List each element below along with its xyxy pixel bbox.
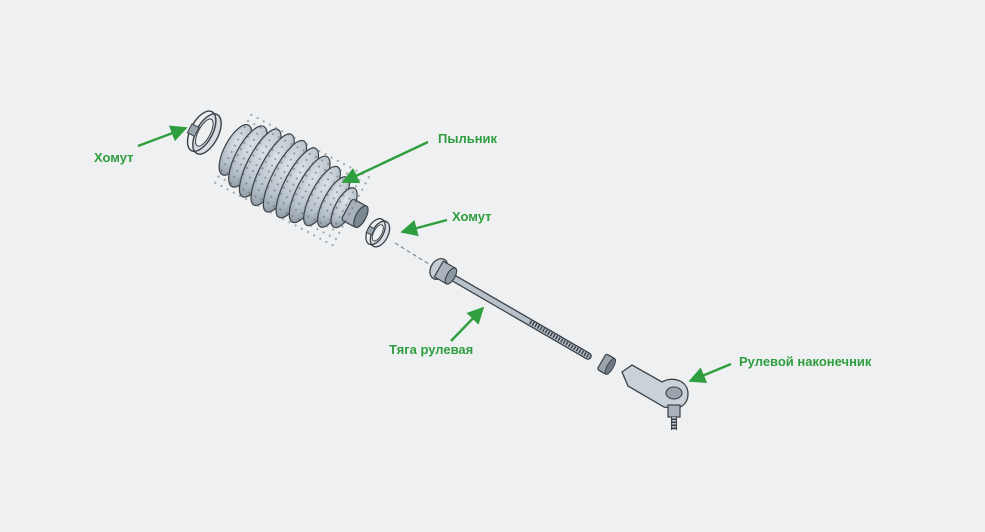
arrow-boot: [341, 140, 429, 184]
arrow-tie-rod: [450, 306, 485, 342]
arrow-clamp-left: [137, 125, 188, 148]
tie-rod-end: [621, 364, 689, 430]
label-tie-rod: Тяга рулевая: [389, 342, 474, 357]
clamp-right: [365, 218, 391, 248]
arrow-clamp-right: [400, 218, 448, 237]
lock-nut: [597, 353, 617, 375]
clamp-left: [186, 110, 222, 155]
dust-boot: [208, 109, 372, 250]
label-clamp-left: Хомут: [94, 150, 134, 165]
label-boot: Пыльник: [438, 131, 498, 146]
tie-rod: [429, 258, 592, 360]
alignment-line: [394, 242, 433, 267]
label-clamp-right: Хомут: [452, 209, 492, 224]
label-tie-rod-end: Рулевой наконечник: [739, 354, 872, 369]
arrow-tie-rod-end: [688, 362, 732, 383]
